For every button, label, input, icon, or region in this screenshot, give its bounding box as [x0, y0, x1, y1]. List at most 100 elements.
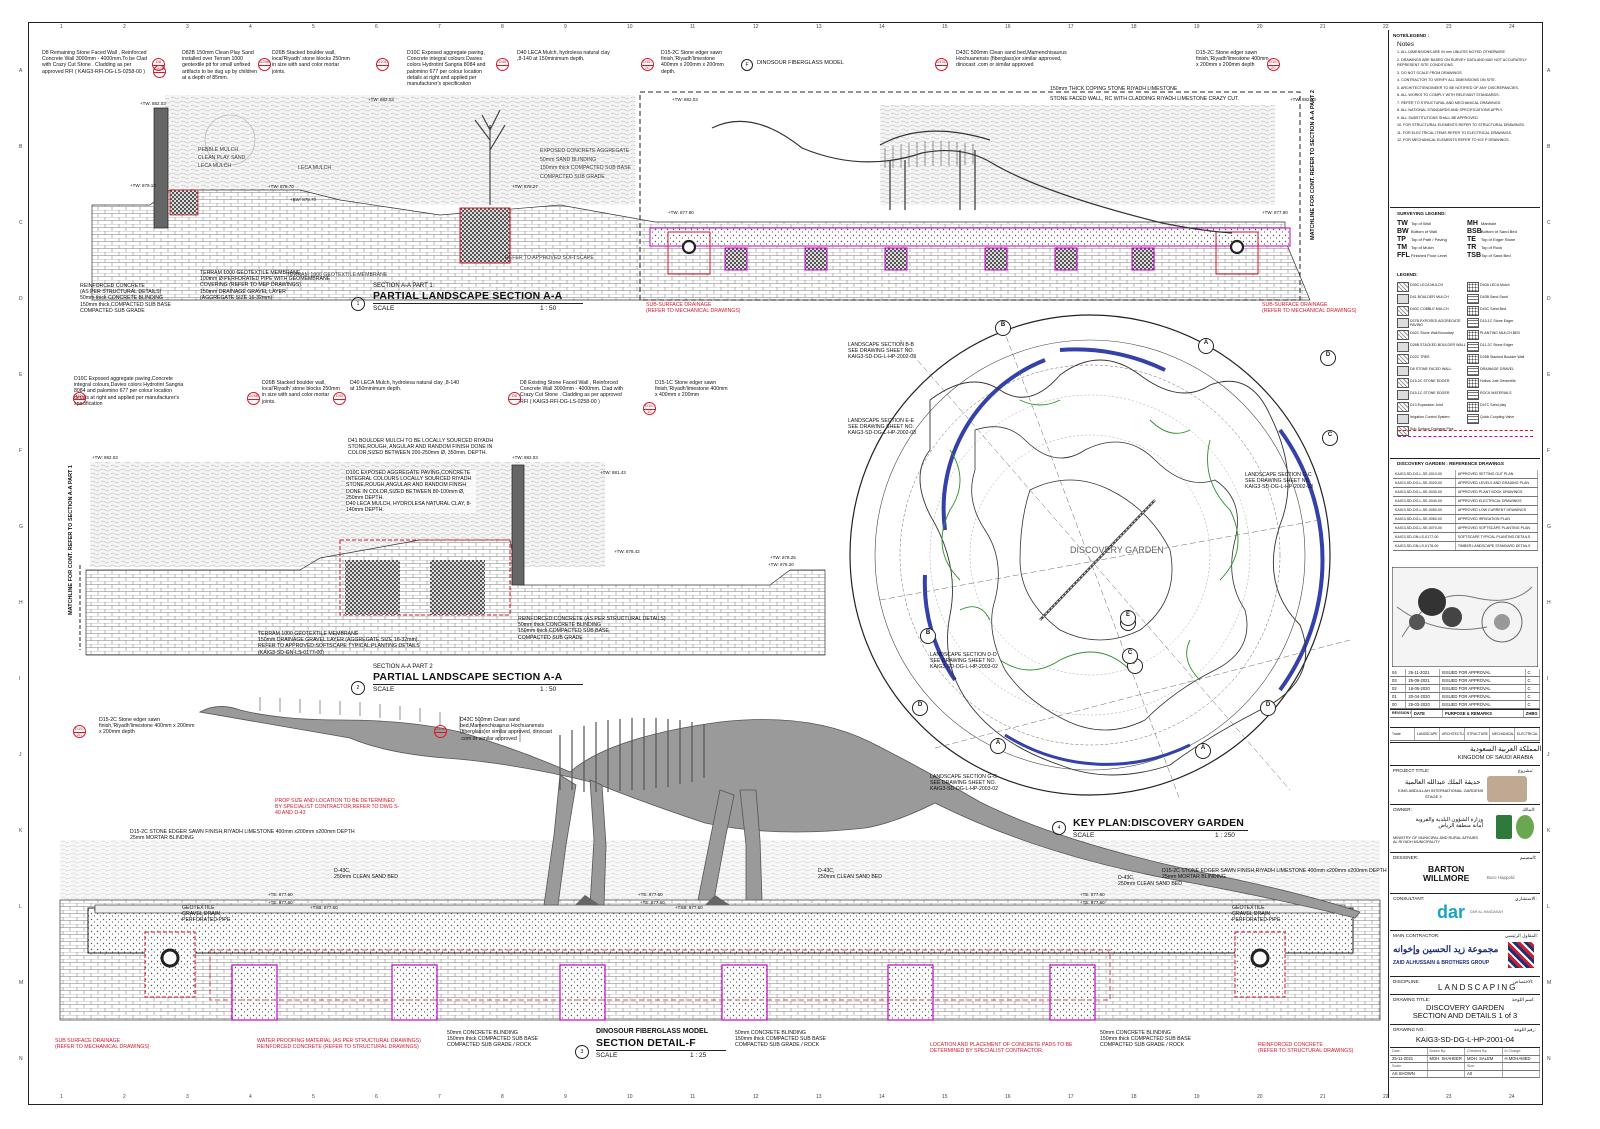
- grid-col-label: 23: [1446, 1094, 1452, 1100]
- legend-swatch: [1397, 366, 1409, 376]
- legend-swatch: [1397, 306, 1409, 316]
- grid-row-label: K: [19, 828, 23, 834]
- legend-swatch: [1397, 414, 1409, 424]
- callout-bubble: D15-2C: [73, 725, 86, 738]
- ref-code: KAIG3-SD-DG-L-SE-0010-00: [1393, 470, 1456, 478]
- callout-note: D40 LECA Mulch, hydrolesa natural clay ,…: [350, 380, 459, 393]
- ref-desc: APPROVED LEVELS AND GRADING PLAN: [1456, 479, 1538, 487]
- legend-label: D11-2C Stone Edger: [1480, 343, 1514, 347]
- legend-item: D11-2C Stone Edger: [1467, 341, 1537, 352]
- grid-col-label: 23: [1446, 24, 1452, 30]
- designer-2: Buro Happold: [1487, 875, 1515, 880]
- grid-col-label: 3: [186, 1094, 189, 1100]
- grid-row-label: G: [19, 524, 23, 530]
- footer-cell: Size:: [1465, 1063, 1503, 1070]
- ref-desc: APPROVED SOFTSCAPE PLANTING PLAN: [1456, 524, 1538, 532]
- grid-row-label: A: [19, 68, 23, 74]
- callout-bubble: D15-1C: [643, 402, 656, 415]
- grid-col-label: 20: [1257, 1094, 1263, 1100]
- rev-purpose: ISSUED FOR APPROVAL: [1440, 669, 1526, 676]
- grid-col-label: 11: [690, 1094, 696, 1100]
- level-tag: +TW: 878.70: [268, 184, 294, 189]
- inner-label: TERRAM 1000 GEOTEXTILE MEMBRANE: [287, 272, 388, 278]
- aa1-left-notes: REINFORCED CONCRETE (AS PER STRUCTURAL D…: [80, 283, 171, 314]
- designer-logo: BARTON WILLMORE: [1423, 864, 1470, 883]
- legend-label: PLANTING MULCH BED: [1480, 331, 1521, 335]
- level-tag: +TW: 878.20: [768, 562, 794, 567]
- surveying-label: Bottom of Wall: [1411, 229, 1437, 234]
- aa2-overlay-note: D10C EXPOSED AGGREGATE PAVING,CONCRETE I…: [346, 470, 476, 514]
- legend-title: LEGEND:: [1397, 272, 1418, 277]
- f-pads-note: LOCATION AND PLACEMENT OF CONCRETE PADS …: [930, 1042, 1073, 1055]
- legend-item: D22C TREE: [1397, 353, 1467, 364]
- callout-bubble: D40: [496, 58, 509, 71]
- inner-label: COMPACTED SUB GRADE: [540, 174, 605, 180]
- grid-col-label: 19: [1194, 1094, 1200, 1100]
- notes-list: 1. ALL DIMENSIONS ARE IN mm UNLESS NOTED…: [1397, 50, 1537, 146]
- ref-code: KAIG3-SD-GN-LS-0177-00: [1393, 533, 1456, 541]
- inner-label: 150mm thick COMPACTED SUB BASE: [540, 165, 631, 171]
- discipline: LANDSCAPING: [1438, 983, 1518, 992]
- coping-note: 150mm THICK COPING STONE RIYADH LIMESTON…: [1050, 86, 1178, 92]
- rev-h: ZHBG: [1524, 710, 1540, 717]
- f-layers-right: GEOTEXTILE GRAVEL DRAIN PERFORATED PIPE: [1232, 905, 1281, 924]
- section-marker: A: [1195, 743, 1211, 759]
- discipline-cell: LANDSCAPE: [1415, 728, 1440, 740]
- f-section-number: 3: [575, 1045, 589, 1059]
- legend-item: PLANTING MULCH BED: [1467, 329, 1537, 340]
- footer-row: Date:Drawn By:Checked By:In Charge:: [1390, 1048, 1540, 1056]
- aa2-scale: 1 : 50: [540, 686, 557, 693]
- level-tag: +TSB: 877.60: [310, 905, 338, 910]
- drawing-no-label-ar: رقم اللوحة:: [1514, 1027, 1536, 1032]
- legend-swatch: [1397, 390, 1409, 400]
- grid-col-label: 12: [753, 24, 759, 30]
- footer-cell: Checked By:: [1465, 1048, 1503, 1055]
- owner-label-ar: المالك:: [1522, 807, 1536, 812]
- grid-col-label: 8: [501, 24, 504, 30]
- discipline-row-inner: TradeLANDSCAPEARCHITECTURESTRUCTUREMECHA…: [1390, 727, 1540, 741]
- footer-cell: [1503, 1063, 1540, 1070]
- grid-col-label: 15: [942, 1094, 948, 1100]
- legend-item: D13 Expansion Joint: [1397, 401, 1467, 412]
- aa1-scale: 1 : 50: [540, 305, 557, 312]
- rev-no: 03: [1390, 677, 1407, 684]
- grid-col-label: 19: [1194, 24, 1200, 30]
- legend-item: D41 BOULDER MULCH: [1397, 293, 1467, 304]
- legend-item: D47C Sand play: [1467, 401, 1537, 412]
- discipline-label-ar: الاختصاص:: [1513, 979, 1534, 984]
- grid-col-label: 3: [186, 24, 189, 30]
- rev-date: 25-11-2021: [1406, 669, 1440, 676]
- note-item: 1. ALL DIMENSIONS ARE IN mm UNLESS NOTED…: [1397, 50, 1507, 54]
- level-tag: +TSB: 877.60: [675, 905, 703, 910]
- footer-cell: 25-11-2021: [1390, 1055, 1428, 1062]
- f-sand-mid: D-43C, 250mm CLEAN SAND BED: [818, 868, 882, 881]
- f-sand-left: D-43C, 250mm CLEAN SAND BED: [334, 868, 398, 881]
- surveying-code: TR: [1467, 244, 1477, 251]
- f-prop-note: PROP SIZE AND LOCATION TO BE DETERMINED …: [275, 798, 400, 817]
- grid-col-label: 13: [816, 1094, 822, 1100]
- notes-header: NOTE/LEGEND :: [1393, 33, 1429, 38]
- callout-bubble: D82B: [153, 65, 166, 78]
- owner-label: OWNER:: [1393, 807, 1412, 812]
- rev-h: PURPOSE & REMARKS: [1443, 710, 1524, 717]
- rev-date: 20-04-2020: [1406, 693, 1440, 700]
- callout-bubble: D15-2C: [1267, 58, 1280, 71]
- legend-swatch: [1397, 378, 1409, 388]
- grid-col-label: 11: [690, 24, 696, 30]
- level-tag: +TW: 881.43: [600, 470, 626, 475]
- grid-row-label: D: [1547, 296, 1551, 302]
- section-marker: A: [1198, 338, 1214, 354]
- grid-col-label: 18: [1131, 24, 1137, 30]
- grid-row-label: D: [19, 296, 23, 302]
- f-layers-left: GEOTEXTILE GRAVEL DRAIN PERFORATED PIPE: [182, 905, 231, 924]
- ref-code: KAIG3-SD-DG-L-SE-0050-00: [1393, 506, 1456, 514]
- inner-label: REFER TO APPROVED SOFTSCAPE: [505, 255, 594, 261]
- section-marker: C: [1122, 648, 1138, 664]
- rev-code: C: [1526, 677, 1540, 684]
